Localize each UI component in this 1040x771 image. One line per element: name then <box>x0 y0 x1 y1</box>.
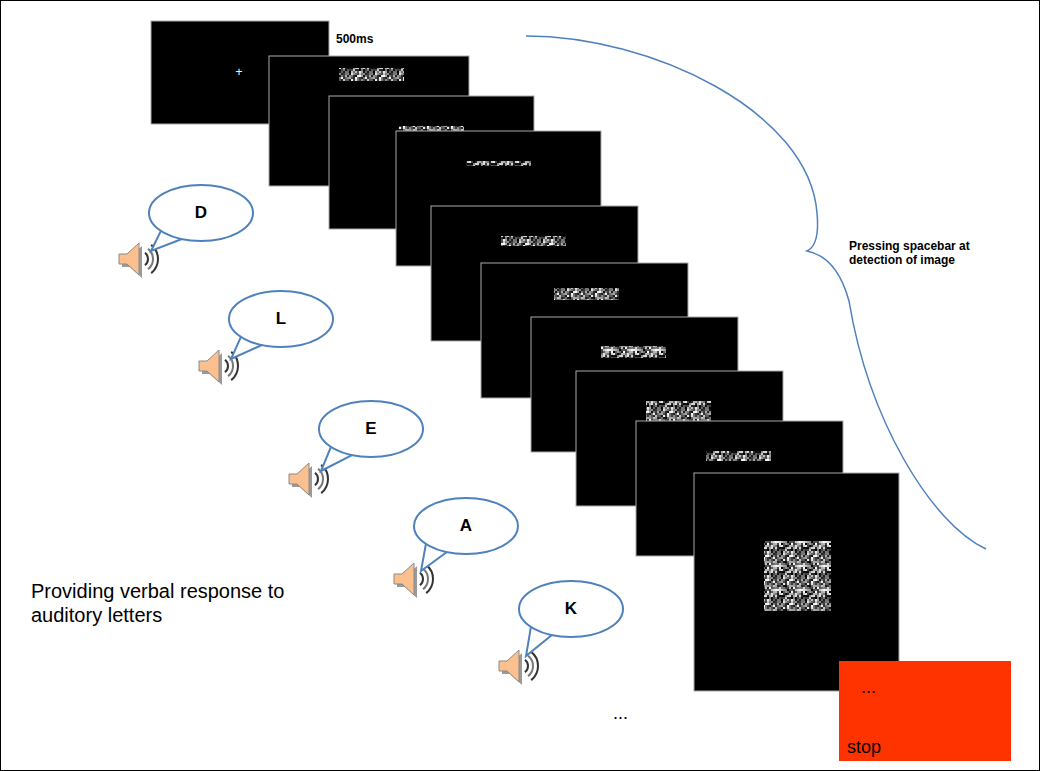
noise-image <box>399 126 464 131</box>
noise-image <box>764 541 831 611</box>
noise-image <box>646 401 711 421</box>
label: + <box>235 65 242 79</box>
label: stop <box>847 737 881 759</box>
bubble-body <box>229 291 333 347</box>
speaker-icon <box>499 650 538 685</box>
speech-bubble: K <box>517 579 625 639</box>
spoken-letter: E <box>365 419 376 439</box>
spoken-letter: K <box>565 599 577 619</box>
label: ... <box>861 677 876 699</box>
speech-bubble: A <box>412 496 520 556</box>
screen <box>694 473 899 691</box>
bubble-body <box>414 498 518 554</box>
spoken-letter: A <box>460 516 472 536</box>
noise-image <box>706 451 771 461</box>
spoken-letter: L <box>276 309 286 329</box>
bubble-body <box>519 581 623 637</box>
noise-image <box>339 68 404 81</box>
bubble-body <box>319 401 423 457</box>
label: 500ms <box>336 32 373 46</box>
speaker-icons <box>119 243 538 685</box>
noise-image <box>501 236 566 246</box>
bubble-body <box>149 185 253 241</box>
label: Providing verbal response to auditory le… <box>31 579 331 627</box>
stop-screen <box>839 661 1011 761</box>
spoken-letter: D <box>195 203 207 223</box>
curly-brace <box>526 36 986 549</box>
noise-image <box>601 346 666 358</box>
speech-bubble: D <box>147 183 255 243</box>
label: ... <box>613 703 628 725</box>
label: Pressing spacebar at detection of image <box>849 239 1024 268</box>
noise-image <box>466 161 531 166</box>
noise-image <box>554 288 619 300</box>
speech-bubble: E <box>317 399 425 459</box>
speech-bubble: L <box>227 289 335 349</box>
speaker-icon <box>394 563 433 598</box>
